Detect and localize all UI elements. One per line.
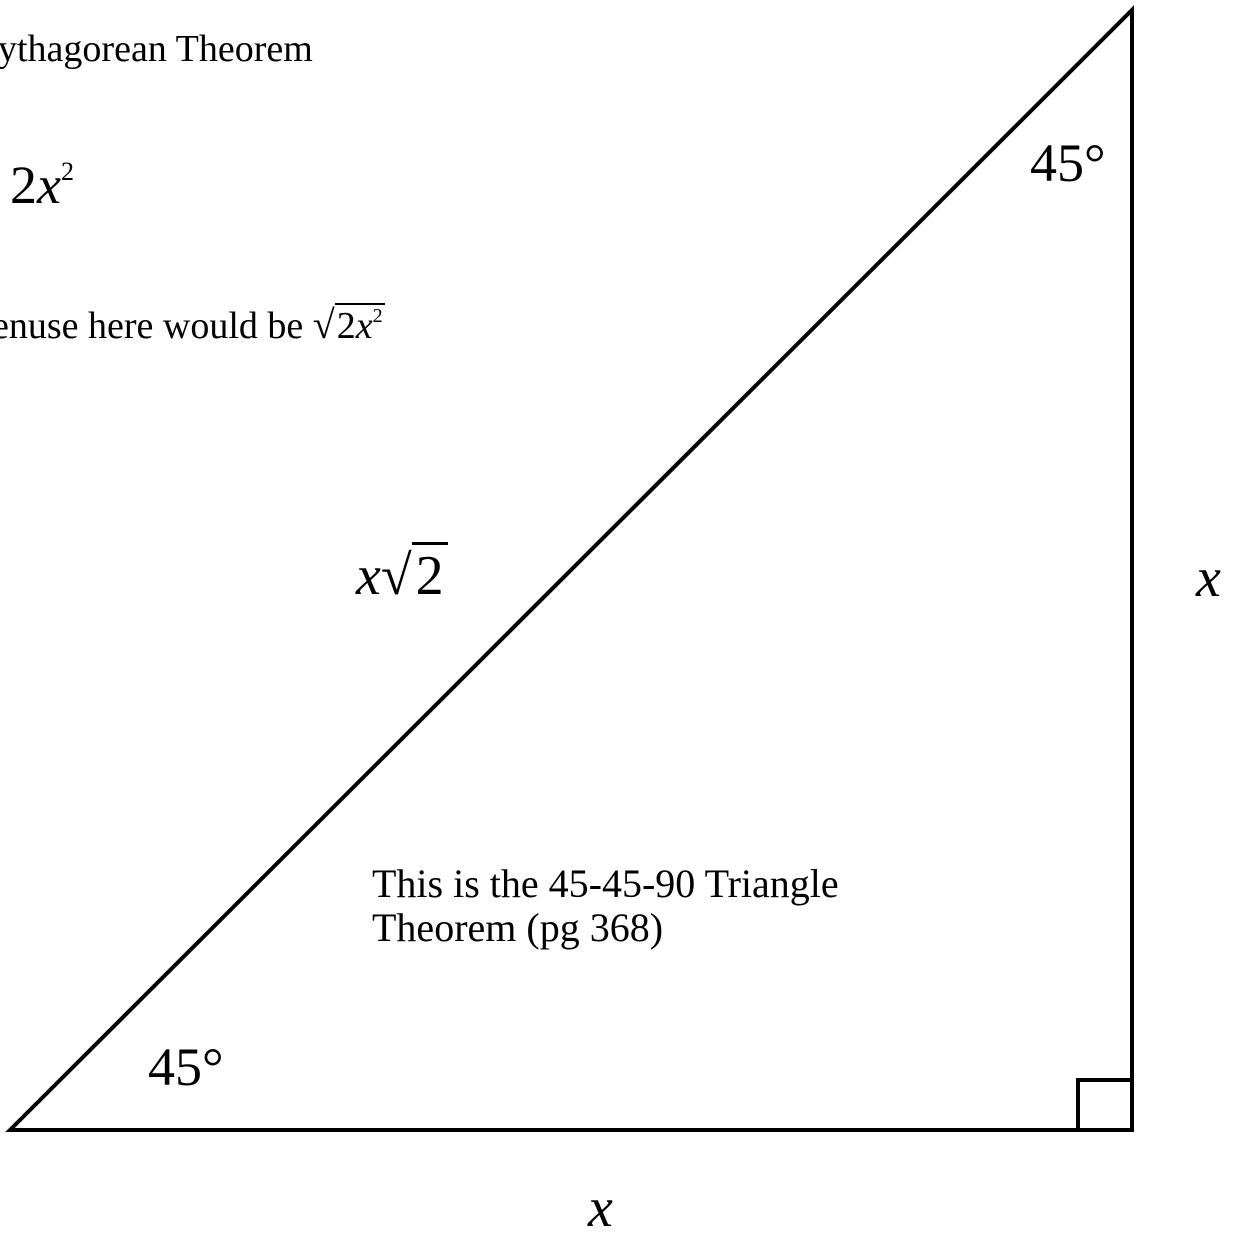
- bottom-side-label: x: [588, 1177, 613, 1239]
- hypotenuse-label-radicand: 2: [411, 542, 448, 607]
- right-side-label: x: [1196, 547, 1221, 609]
- radicand-exponent: 2: [372, 305, 383, 328]
- formula-variable: x: [37, 155, 61, 215]
- radicand-variable: x: [355, 305, 373, 347]
- heading-fragment: ythagorean Theorem: [0, 28, 313, 70]
- hypotenuse-text: enuse here would be √2x2: [0, 302, 385, 347]
- triangle-shape: [5, 5, 1134, 1132]
- formula-coefficient: 2: [10, 155, 37, 215]
- theorem-note-line1: This is the 45-45-90 Triangle: [372, 861, 839, 906]
- formula-2x-squared: 2x2: [10, 158, 74, 212]
- hypotenuse-label: x√2: [356, 542, 448, 607]
- hypotenuse-label-variable: x: [356, 545, 381, 607]
- hypotenuse-radicand: 2x2: [334, 303, 385, 347]
- theorem-note-line2: Theorem (pg 368): [372, 905, 664, 950]
- hypotenuse-text-prefix: enuse here would be: [0, 305, 304, 347]
- angle-bottom-label: 45°: [148, 1037, 224, 1097]
- radical-sign-icon: √: [380, 545, 412, 607]
- radicand-coefficient: 2: [336, 305, 356, 347]
- radical-sign-icon: √: [312, 302, 335, 347]
- formula-exponent: 2: [60, 157, 74, 186]
- angle-top-label: 45°: [1030, 133, 1106, 193]
- right-angle-marker: [1076, 1078, 1134, 1132]
